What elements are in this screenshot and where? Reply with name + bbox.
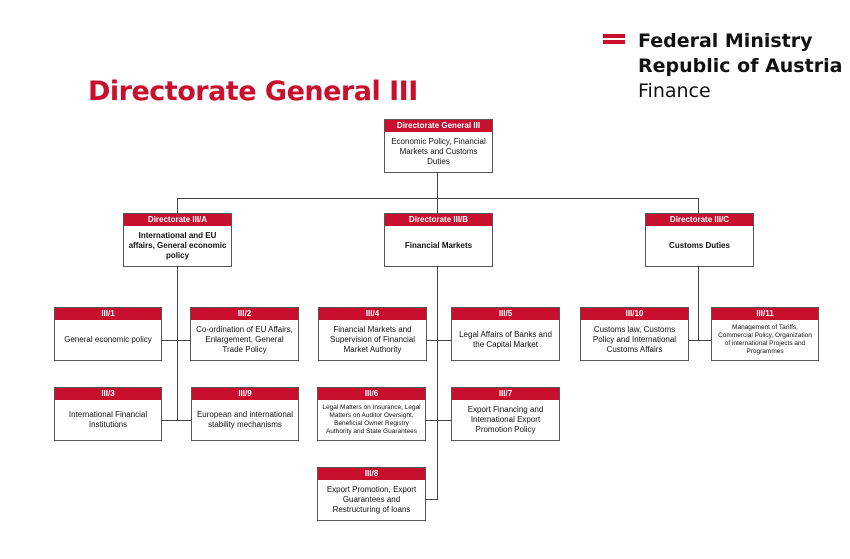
connector [177, 198, 178, 213]
box-directorate-general: Directorate General III Economic Policy,… [384, 119, 493, 173]
logo-line-3: Finance [638, 80, 711, 102]
box-body: Customs Duties [669, 241, 730, 250]
connector [698, 266, 699, 341]
box-unit-iii-8: III/8 Export Promotion, Export Guarantee… [317, 467, 426, 521]
box-body: Financial Markets [404, 241, 473, 250]
box-unit-iii-3: III/3 International Financial Institutio… [54, 387, 162, 441]
box-unit-iii-10: III/10 Customs law, Customs Policy and I… [580, 307, 689, 361]
logo-line-2: Republic of Austria [638, 55, 843, 77]
connector [177, 266, 178, 420]
box-body: International Financial Institutions [68, 410, 148, 429]
box-unit-iii-1: III/1 General economic policy [54, 307, 162, 361]
connector [177, 198, 699, 199]
connector [688, 340, 712, 341]
box-header: Directorate III/B [385, 214, 492, 226]
box-unit-iii-7: III/7 Export Financing and International… [451, 387, 560, 441]
box-header: III/11 [712, 308, 818, 320]
box-header: III/3 [55, 388, 161, 400]
box-body: Legal Matters on Insurance, Legal Matter… [322, 404, 421, 435]
connector [161, 340, 191, 341]
box-header: III/7 [452, 388, 559, 400]
box-header: III/5 [452, 308, 559, 320]
box-body: Economic Policy, Financial Markets and C… [391, 137, 486, 166]
box-header: III/4 [319, 308, 426, 320]
box-body: Co-ordination of EU Affairs, Enlargement… [196, 325, 293, 354]
connector [698, 198, 699, 213]
box-unit-iii-5: III/5 Legal Affairs of Banks and the Cap… [451, 307, 560, 361]
box-body: Export Promotion, Export Guarantees and … [326, 485, 417, 514]
connector [161, 420, 192, 421]
box-body: Legal Affairs of Banks and the Capital M… [459, 330, 552, 349]
box-body: European and international stability mec… [196, 410, 294, 429]
box-directorate-b: Directorate III/B Financial Markets [384, 213, 493, 267]
box-header: III/1 [55, 308, 161, 320]
box-header: III/9 [192, 388, 298, 400]
box-header: III/10 [581, 308, 688, 320]
box-body: Export Financing and International Expor… [467, 405, 544, 434]
box-unit-iii-9: III/9 European and international stabili… [191, 387, 299, 441]
box-body: Financial Markets and Supervision of Fin… [330, 325, 415, 354]
box-header: III/2 [191, 308, 298, 320]
box-header: Directorate General III [385, 120, 492, 132]
box-header: III/6 [318, 388, 425, 400]
box-unit-iii-2: III/2 Co-ordination of EU Affairs, Enlar… [190, 307, 299, 361]
box-body: Management of Tariffs, Commercial Policy… [718, 324, 812, 355]
austria-flag-icon [603, 34, 625, 48]
logo-line-1: Federal Ministry [638, 30, 813, 52]
box-body: International and EU affairs, General ec… [128, 231, 227, 260]
connector [437, 198, 438, 213]
connector [437, 172, 438, 199]
box-body: General economic policy [64, 335, 152, 344]
page-title: Directorate General III [88, 76, 418, 107]
box-body: Customs law, Customs Policy and Internat… [592, 325, 677, 354]
connector [437, 266, 438, 499]
connector [426, 340, 451, 341]
box-unit-iii-11: III/11 Management of Tariffs, Commercial… [711, 307, 819, 361]
connector [426, 420, 451, 421]
box-directorate-a: Directorate III/A International and EU a… [123, 213, 232, 267]
box-header: III/8 [318, 468, 425, 480]
box-unit-iii-4: III/4 Financial Markets and Supervision … [318, 307, 427, 361]
box-directorate-c: Directorate III/C Customs Duties [645, 213, 754, 267]
box-unit-iii-6: III/6 Legal Matters on Insurance, Legal … [317, 387, 426, 441]
box-header: Directorate III/C [646, 214, 753, 226]
box-header: Directorate III/A [124, 214, 231, 226]
connector [426, 499, 438, 500]
